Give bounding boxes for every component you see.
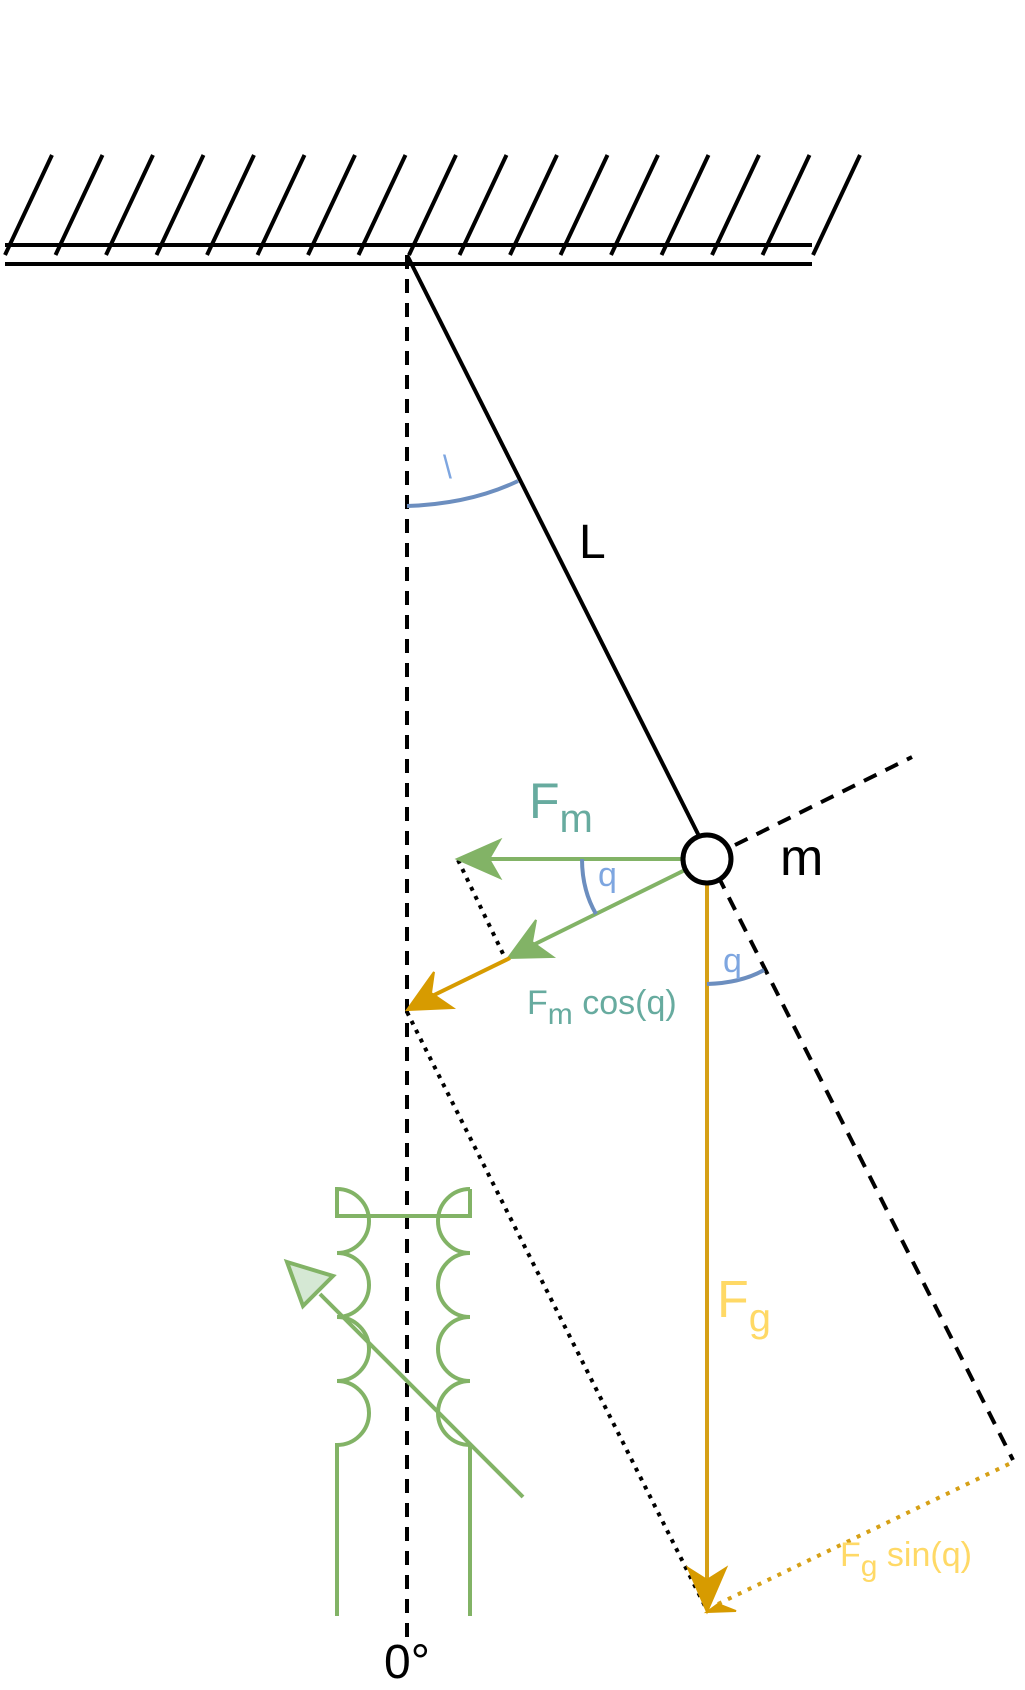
hatch-line <box>710 154 761 256</box>
theta-fm-label: q <box>598 856 617 894</box>
pendulum-bob-icon <box>680 832 734 886</box>
length-label: L <box>579 516 606 569</box>
fg-angle-arc <box>706 968 765 986</box>
hatch-line <box>205 154 256 256</box>
zero-angle-label: 0° <box>384 1636 430 1689</box>
hatch-line <box>356 154 408 256</box>
pendulum-string <box>405 254 702 839</box>
hatched-ceiling-icon <box>3 154 862 266</box>
fm-cos-arrow-head <box>505 919 557 960</box>
angle-top-label: \ <box>443 449 452 485</box>
mass-label: m <box>780 829 823 887</box>
fg-arrow-head <box>685 1565 729 1615</box>
hatch-line <box>255 154 307 256</box>
dotted-projection-upper <box>456 859 507 959</box>
fg-arrow-head-tilted <box>703 1602 737 1614</box>
fg-sin-label: Fg sin(q) <box>840 1536 972 1583</box>
theta-fg-label: q <box>723 942 742 980</box>
hatch-line <box>407 154 458 256</box>
fm-arrow-head <box>454 837 503 881</box>
fm-label: Fm <box>529 773 593 841</box>
variable-transformer-icon <box>283 1186 525 1616</box>
tangent-dashed-line <box>734 755 913 847</box>
hatch-line <box>659 154 711 256</box>
hatch-line <box>457 154 509 256</box>
hatch-line <box>306 154 357 256</box>
radial-dashed-line <box>716 875 1015 1461</box>
fm-cos-label: Fm cos(q) <box>527 984 677 1031</box>
dotted-projection-lower <box>405 1011 709 1611</box>
hatch-line <box>609 154 660 256</box>
hatch-line <box>760 154 812 256</box>
hatch-line <box>3 154 54 256</box>
hatch-line <box>508 154 559 256</box>
hatch-line <box>811 154 862 256</box>
fm-angle-arc <box>580 858 598 916</box>
projected-arrow-shaft <box>427 956 511 1000</box>
fm-cos-arrow-shaft <box>526 868 686 950</box>
hatch-line <box>558 154 610 256</box>
hatch-line <box>104 154 155 256</box>
hatch-line <box>53 154 105 256</box>
top-angle-arc <box>406 479 519 508</box>
hatch-line <box>154 154 206 256</box>
projected-arrow-head <box>405 971 457 1012</box>
fg-label: Fg <box>717 1271 771 1340</box>
